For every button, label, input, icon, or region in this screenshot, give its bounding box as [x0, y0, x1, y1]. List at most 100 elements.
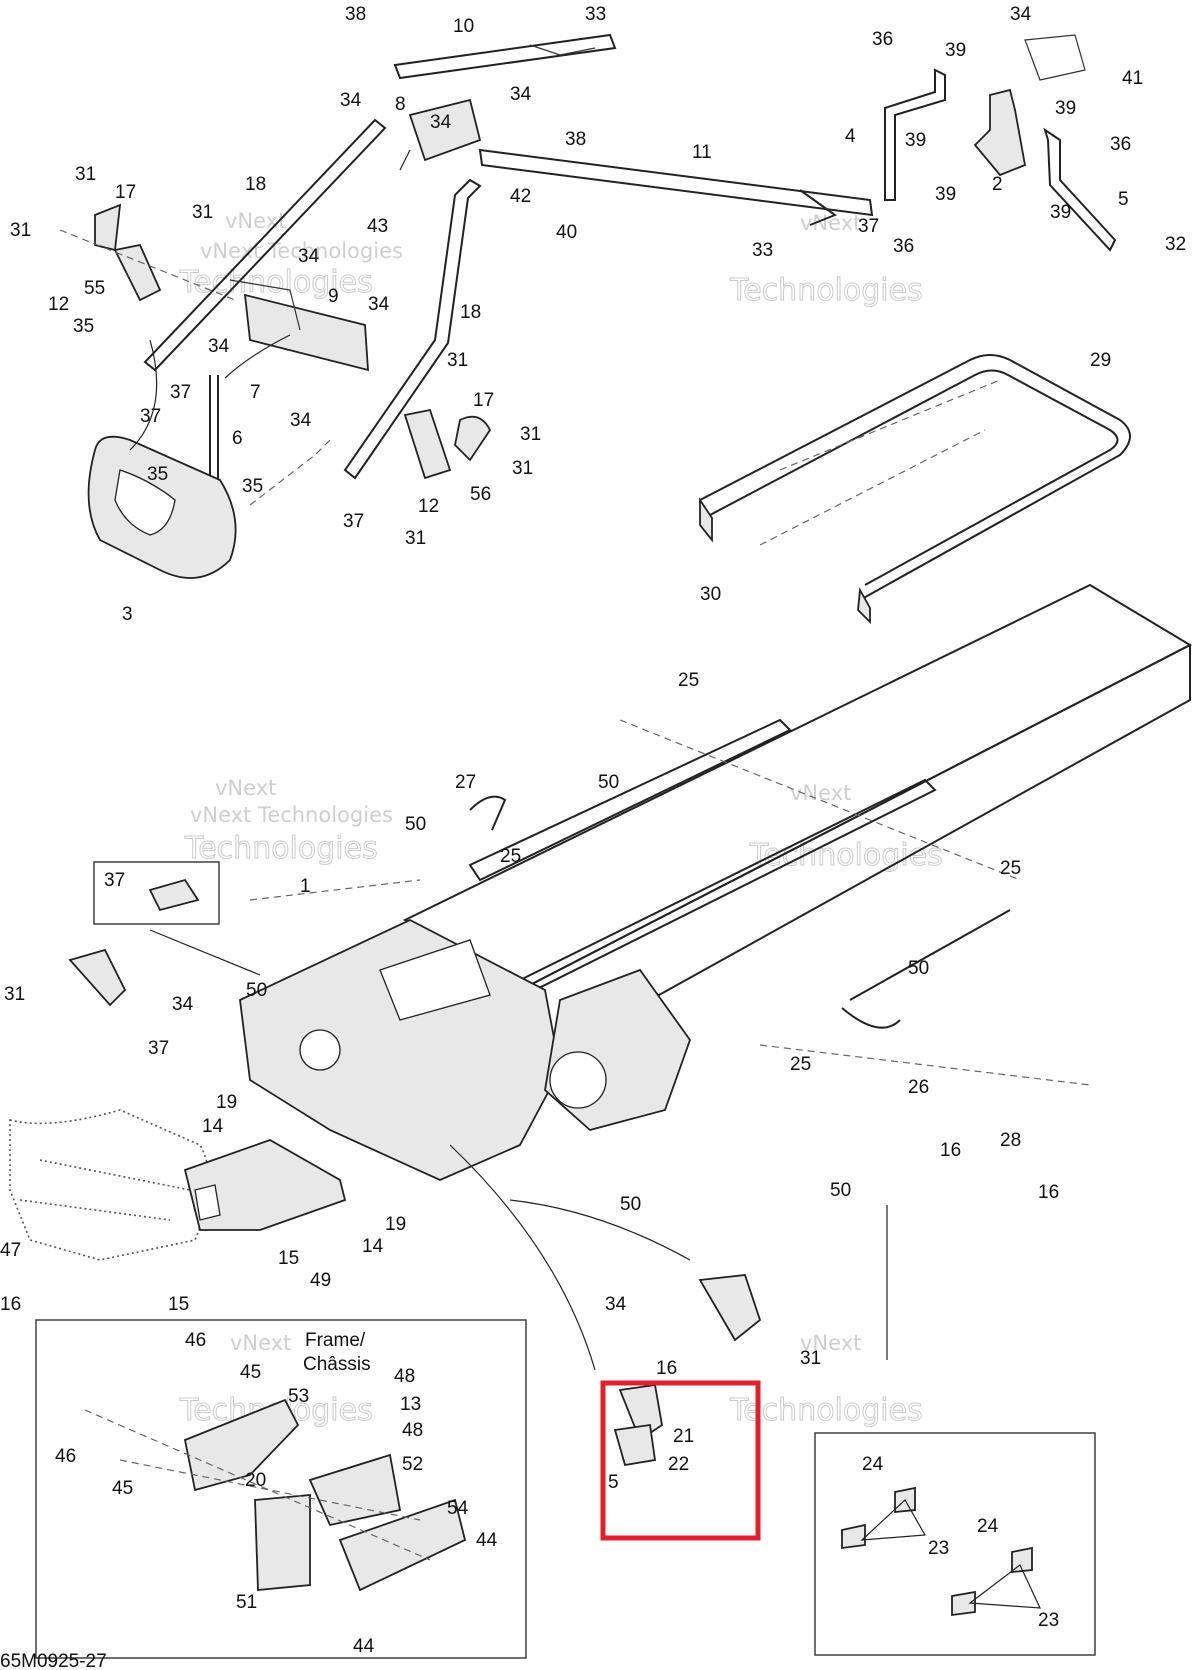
steering-post-assembly: [884, 34, 1117, 252]
callout-label: 16: [940, 1140, 961, 1161]
callout-label: 45: [240, 1362, 261, 1383]
callout-label: 53: [288, 1386, 309, 1407]
callout-label: 47: [0, 1240, 21, 1261]
callout-label: 7: [250, 382, 261, 403]
callout-label: 52: [402, 1454, 423, 1475]
watermark-text: vNext Technologies: [200, 239, 403, 263]
front-suspension-outline: [9, 1109, 210, 1261]
callout-label: 23: [1038, 1610, 1059, 1631]
callout-label: 25: [1000, 858, 1021, 879]
callout-label: 54: [447, 1498, 469, 1519]
callout-label: 35: [147, 464, 168, 485]
inset-title-line1: Frame/: [305, 1330, 366, 1351]
callout-label: 36: [1110, 134, 1131, 155]
callout-label: 37: [104, 870, 125, 891]
highlight-box: [600, 1380, 761, 1541]
callout-label: 39: [1055, 98, 1076, 119]
callout-label: 21: [673, 1426, 694, 1447]
callout-label: 22: [668, 1454, 689, 1475]
callout-label: 14: [362, 1236, 384, 1257]
front-bracket: [68, 929, 888, 1371]
callout-label: 18: [245, 174, 266, 195]
watermark-text: vNext: [230, 1331, 291, 1355]
callout-label: 50: [246, 980, 267, 1001]
callout-label: 8: [395, 94, 406, 115]
highlight-region: [600, 1380, 761, 1541]
callout-label: 37: [343, 511, 364, 532]
callout-label: 24: [977, 1516, 999, 1537]
callout-label: 37: [148, 1038, 169, 1059]
callout-label: 15: [168, 1294, 189, 1315]
watermark-text: vNext Technologies: [190, 803, 393, 827]
callout-label: 31: [405, 528, 426, 549]
callout-label: 2: [992, 174, 1003, 195]
callout-label: 14: [202, 1116, 224, 1137]
callout-label: 18: [460, 302, 481, 323]
callout-label: 1: [300, 876, 311, 897]
frame-inset: [35, 1319, 527, 1659]
callout-label: 9: [328, 286, 339, 307]
callout-label: 31: [520, 424, 541, 445]
steering-support-assembly: [59, 33, 874, 579]
callout-label: 11: [692, 142, 712, 163]
callout-label: 12: [418, 496, 439, 517]
main-chassis: [239, 583, 1193, 1181]
callout-label: 34: [368, 294, 390, 315]
watermark-text: vNext: [800, 211, 861, 235]
callout-label: 25: [790, 1054, 811, 1075]
callout-label: 33: [752, 240, 773, 261]
watermark-text: vNext: [800, 1331, 861, 1355]
callout-label: 13: [400, 1394, 421, 1415]
callout-label: 17: [115, 182, 136, 203]
rack-frame: [699, 354, 1131, 625]
callout-label: 33: [585, 4, 606, 25]
figure-code: 65M0925-27: [0, 1651, 107, 1670]
callout-label: 43: [367, 216, 388, 237]
callout-label: 50: [620, 1194, 641, 1215]
callout-label: 37: [170, 382, 191, 403]
callout-label: 30: [700, 584, 721, 605]
callout-label: 35: [73, 316, 94, 337]
callout-label: 45: [112, 1478, 133, 1499]
callout-label: 19: [385, 1214, 406, 1235]
callout-label: 34: [430, 112, 452, 133]
callout-label: 40: [556, 222, 577, 243]
watermark-text: Technologies: [179, 265, 373, 300]
callout-label: 28: [1000, 1130, 1021, 1151]
callout-label: 32: [1165, 234, 1186, 255]
callout-label: 34: [290, 410, 312, 431]
callout-label: 34: [1010, 4, 1032, 25]
callout-label: 25: [678, 670, 699, 691]
callout-label: 37: [140, 406, 161, 427]
callout-label: 34: [510, 84, 532, 105]
callout-label: 55: [84, 278, 105, 299]
callout-label: 31: [192, 202, 213, 223]
watermark-text: Technologies: [184, 831, 378, 866]
callout-label: 34: [172, 994, 194, 1015]
callout-label: 26: [908, 1077, 929, 1098]
callout-label: 24: [862, 1454, 884, 1475]
callout-label: 36: [893, 236, 914, 257]
callout-labels: 38 10 33 34 34 8 38 11 42 40 43 33 36 39…: [0, 4, 1186, 1657]
callout-label: 38: [565, 129, 586, 150]
callout-label: 48: [402, 1420, 423, 1441]
callout-label: 20: [245, 1470, 266, 1491]
callout-label: 39: [1050, 202, 1071, 223]
callout-label: 16: [0, 1294, 21, 1315]
watermark-text: vNext: [225, 209, 286, 233]
callout-label: 34: [298, 246, 320, 267]
callout-label: 31: [75, 164, 96, 185]
callout-label: 6: [232, 428, 243, 449]
watermark-text: vNext: [790, 781, 851, 805]
detail-box-37: [93, 861, 220, 925]
callout-label: 4: [845, 126, 856, 147]
callout-label: 50: [908, 958, 929, 979]
skid-inset: [814, 1432, 1096, 1656]
callout-label: 42: [510, 186, 531, 207]
callout-label: 34: [208, 336, 230, 357]
callout-label: 16: [656, 1358, 677, 1379]
inset-title-line2: Châssis: [303, 1354, 371, 1375]
callout-label: 39: [945, 40, 966, 61]
callout-label: 29: [1090, 350, 1111, 371]
callout-label: 41: [1122, 68, 1143, 89]
